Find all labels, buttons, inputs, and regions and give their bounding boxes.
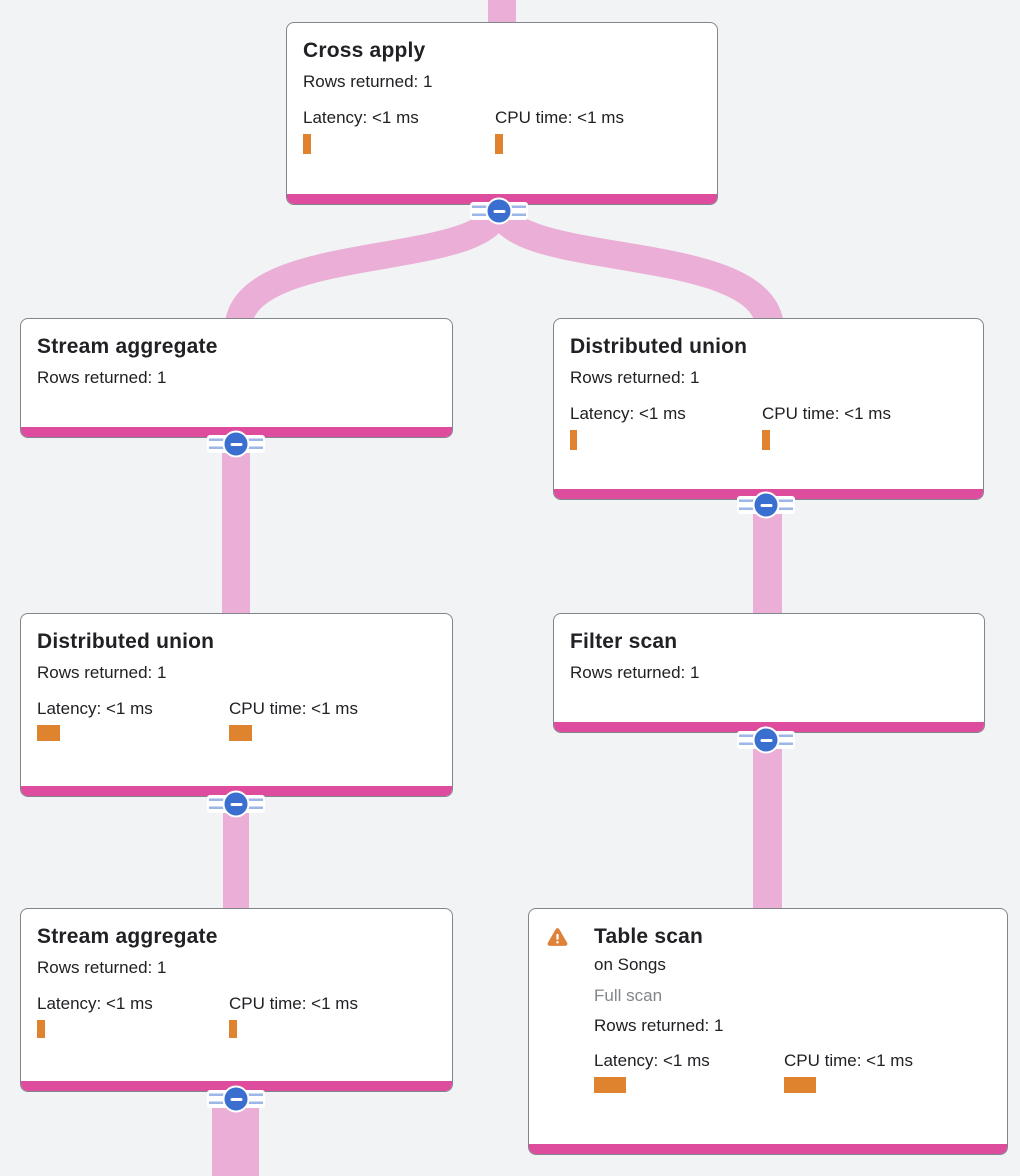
grip-lines-right xyxy=(511,205,526,217)
plan-node-distributed-union-right[interactable]: Distributed union Rows returned: 1 Laten… xyxy=(553,318,984,500)
edge-distributed-union-right-to-filter-scan xyxy=(753,503,782,621)
grip-lines-left xyxy=(739,734,754,746)
cpu-time-label: CPU time: <1 ms xyxy=(229,698,358,718)
cpu-time-label: CPU time: <1 ms xyxy=(229,993,358,1013)
cpu-time-label: CPU time: <1 ms xyxy=(784,1051,913,1071)
grip-lines-right xyxy=(778,499,793,511)
warning-triangle-icon xyxy=(547,928,568,947)
rows-returned-label: Rows returned: 1 xyxy=(37,958,167,978)
node-accent-bar xyxy=(529,1144,1007,1154)
minus-in-circle-icon xyxy=(485,197,513,225)
collapse-button-stream-aggregate-2[interactable] xyxy=(207,1085,265,1113)
collapse-button-stream-aggregate-1[interactable] xyxy=(207,430,265,458)
grip-lines-right xyxy=(248,1093,263,1105)
minus-in-circle-icon xyxy=(752,726,780,754)
node-title: Distributed union xyxy=(570,335,748,358)
latency-label: Latency: <1 ms xyxy=(37,993,153,1013)
cpu-time-bar xyxy=(229,1019,237,1038)
scan-type-label: Full scan xyxy=(594,985,663,1005)
node-title: Table scan xyxy=(594,925,703,948)
latency-bar xyxy=(570,429,577,450)
collapse-button-distributed-union-right[interactable] xyxy=(737,491,795,519)
latency-label: Latency: <1 ms xyxy=(303,107,419,127)
rows-returned-label: Rows returned: 1 xyxy=(303,72,433,92)
cpu-time-bar xyxy=(784,1077,816,1094)
plan-node-distributed-union-left[interactable]: Distributed union Rows returned: 1 Laten… xyxy=(20,613,453,797)
grip-lines-right xyxy=(248,438,263,450)
node-title: Stream aggregate xyxy=(37,335,218,358)
grip-lines-left xyxy=(472,205,487,217)
plan-node-stream-aggregate-2[interactable]: Stream aggregate Rows returned: 1 Latenc… xyxy=(20,908,453,1092)
rows-returned-label: Rows returned: 1 xyxy=(37,663,167,683)
grip-lines-left xyxy=(209,438,224,450)
rows-returned-label: Rows returned: 1 xyxy=(37,368,167,388)
cpu-time-bar xyxy=(495,133,503,154)
grip-lines-left xyxy=(209,798,224,810)
plan-node-table-scan[interactable]: Table scan on Songs Full scan Rows retur… xyxy=(528,908,1008,1155)
edge-root-to-cross-apply xyxy=(488,0,516,26)
node-title: Distributed union xyxy=(37,630,215,653)
cpu-time-label: CPU time: <1 ms xyxy=(762,403,891,423)
grip-lines-left xyxy=(739,499,754,511)
plan-node-filter-scan[interactable]: Filter scan Rows returned: 1 xyxy=(553,613,985,733)
rows-returned-label: Rows returned: 1 xyxy=(570,368,700,388)
scan-target-label: on Songs xyxy=(594,955,666,975)
node-title: Stream aggregate xyxy=(37,925,218,948)
cpu-time-label: CPU time: <1 ms xyxy=(495,107,624,127)
latency-label: Latency: <1 ms xyxy=(570,403,686,423)
minus-in-circle-icon xyxy=(222,430,250,458)
collapse-button-cross-apply[interactable] xyxy=(470,197,528,225)
edge-cross-apply-to-stream-aggregate xyxy=(224,201,513,332)
latency-bar xyxy=(37,1019,45,1038)
latency-bar xyxy=(37,724,60,741)
plan-node-stream-aggregate-1[interactable]: Stream aggregate Rows returned: 1 xyxy=(20,318,453,438)
node-title: Filter scan xyxy=(570,630,678,653)
edge-stream-aggregate-to-distributed-union-left xyxy=(222,440,250,620)
grip-lines-right xyxy=(248,798,263,810)
edge-filter-scan-to-table-scan xyxy=(753,736,782,916)
collapse-button-distributed-union-left[interactable] xyxy=(207,790,265,818)
grip-lines-left xyxy=(209,1093,224,1105)
rows-returned-label: Rows returned: 1 xyxy=(570,663,700,683)
collapse-button-filter-scan[interactable] xyxy=(737,726,795,754)
edge-cross-apply-to-distributed-union xyxy=(485,201,784,332)
latency-bar xyxy=(594,1077,626,1094)
minus-in-circle-icon xyxy=(222,1085,250,1113)
plan-node-cross-apply[interactable]: Cross apply Rows returned: 1 Latency: <1… xyxy=(286,22,718,205)
minus-in-circle-icon xyxy=(752,491,780,519)
minus-in-circle-icon xyxy=(222,790,250,818)
cpu-time-bar xyxy=(762,429,770,450)
latency-bar xyxy=(303,133,311,154)
latency-label: Latency: <1 ms xyxy=(37,698,153,718)
cpu-time-bar xyxy=(229,724,252,741)
rows-returned-label: Rows returned: 1 xyxy=(594,1016,724,1036)
node-title: Cross apply xyxy=(303,39,426,62)
latency-label: Latency: <1 ms xyxy=(594,1051,710,1071)
edge-distributed-union-left-to-stream-aggregate xyxy=(223,798,249,916)
grip-lines-right xyxy=(778,734,793,746)
